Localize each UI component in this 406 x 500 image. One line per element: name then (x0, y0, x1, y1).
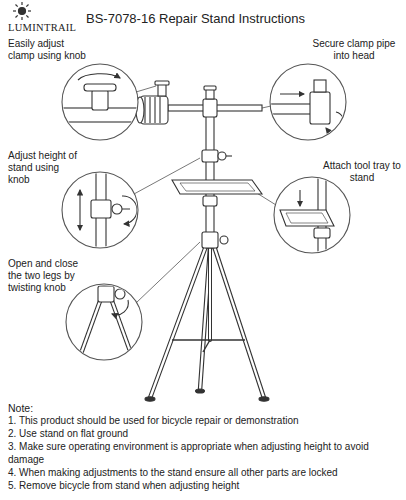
note-item: 2. Use stand on flat ground (8, 428, 398, 441)
brand-logo: LUMINTRAIL (8, 22, 76, 35)
callout-text: Easily adjust clamp using knob (8, 38, 92, 62)
callout-text: Attach tool tray to stand (322, 160, 402, 184)
repair-stand (136, 81, 269, 401)
callout-text: Secure clamp pipe into head (308, 38, 400, 62)
callout-text: Open and close the two legs by twisting … (8, 258, 82, 294)
detail-clamp-knob (60, 74, 140, 122)
note-item: 3. Make sure operating environment is ap… (8, 441, 398, 466)
note-item: 4. When making adjustments to the stand … (8, 467, 398, 480)
detail-tool-tray (280, 176, 334, 256)
sheet-title: BS-7078-16 Repair Stand Instructions (86, 11, 305, 27)
detail-height-knob (80, 170, 137, 250)
note-item: 1. This product should be used for bicyc… (8, 415, 398, 428)
note-heading: Note: (8, 402, 398, 415)
leader-lines (134, 86, 276, 303)
detail-circles (62, 64, 350, 360)
detail-legs-knob (78, 286, 134, 362)
logo-sun (13, 2, 31, 20)
note-item: 5. Remove bicycle from stand when adjust… (8, 480, 398, 493)
callout-text: Adjust height of stand using knob (8, 150, 82, 186)
detail-clamp-pipe (268, 80, 344, 132)
